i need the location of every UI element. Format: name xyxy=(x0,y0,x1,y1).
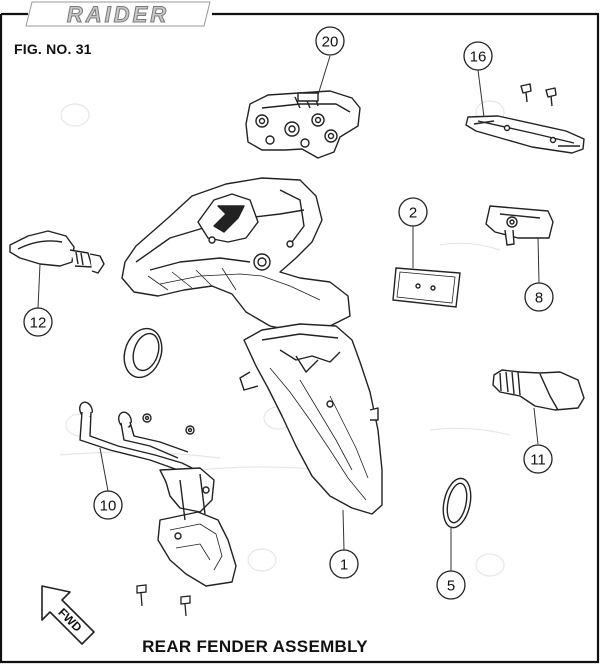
callout-11: 11 xyxy=(530,452,546,469)
callout-10: 10 xyxy=(100,498,117,515)
callout-16: 16 xyxy=(470,49,487,66)
figure-number: FIG. NO. 31 xyxy=(14,41,92,57)
part-5-grommet-ring xyxy=(442,477,472,529)
callout-5: 5 xyxy=(447,578,455,595)
part-12-turn-indicator-left xyxy=(9,230,105,274)
part-16-reflector-bar xyxy=(465,83,585,154)
forward-direction-arrow xyxy=(41,585,95,645)
fastener-bolts xyxy=(136,584,191,617)
callout-12: 12 xyxy=(30,315,47,332)
part-10-grab-bracket xyxy=(79,401,237,587)
page-frame xyxy=(0,12,600,664)
raider-logo: RAIDER xyxy=(25,1,211,28)
assembly-title: REAR FENDER ASSEMBLY xyxy=(0,637,600,657)
assembly-title-text: REAR FENDER ASSEMBLY xyxy=(142,637,368,656)
part-20-tail-lamp-bracket xyxy=(245,90,361,159)
part-8-license-lamp xyxy=(485,205,554,246)
svg-text:RAIDER: RAIDER xyxy=(67,2,169,27)
callout-8: 8 xyxy=(535,290,543,307)
part-2-reflector-pad xyxy=(392,267,461,308)
callouts xyxy=(23,26,554,600)
callout-1: 1 xyxy=(340,557,348,574)
callout-2: 2 xyxy=(409,205,417,222)
tail-housing-frame xyxy=(121,177,351,333)
callout-leaders xyxy=(37,55,540,571)
callout-numbers: 20 16 2 8 12 10 1 5 11 xyxy=(30,34,546,595)
part-11-turn-indicator-right xyxy=(492,369,585,411)
callout-20: 20 xyxy=(322,34,339,51)
part-1-rear-fender xyxy=(239,323,383,515)
grommet-left xyxy=(123,327,163,379)
